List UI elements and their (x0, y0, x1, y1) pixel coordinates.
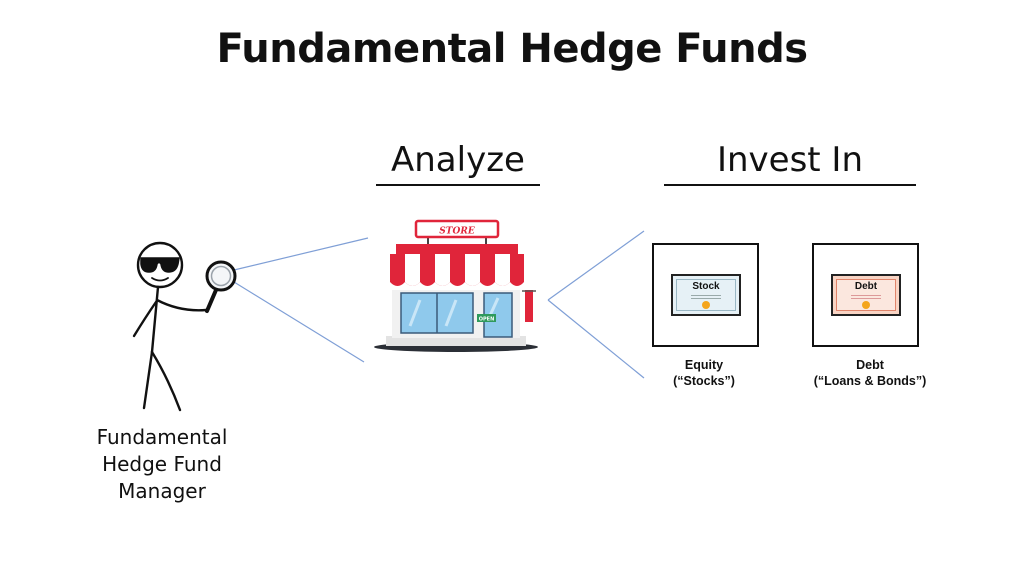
figure-smile (151, 277, 169, 282)
magnifying-glass-icon (205, 260, 237, 313)
heading-analyze: Analyze (376, 140, 540, 186)
figure-right-leg (150, 350, 182, 412)
page-title: Fundamental Hedge Funds (216, 26, 808, 72)
manager-label-line: Fundamental (96, 425, 228, 449)
stock-card-label: Stock (692, 281, 720, 292)
fan-line-lower (547, 299, 645, 379)
stock-certificate-card: Stock (652, 243, 759, 347)
figure-left-leg (142, 350, 154, 410)
figure-body (150, 285, 160, 354)
store-icon (374, 219, 538, 352)
debt-card-label: Debt (854, 281, 878, 292)
stock-certificate-icon: Stock (671, 274, 741, 316)
caption-line: (“Stocks”) (673, 374, 735, 388)
debt-certificate-card: Debt (812, 243, 919, 347)
fan-line-upper (547, 230, 645, 301)
seal-icon (702, 301, 710, 309)
manager-label-line: Manager (118, 479, 206, 503)
figure-head (136, 241, 184, 289)
store-sign-board (414, 219, 500, 239)
equity-caption: Equity (“Stocks”) (644, 357, 764, 389)
figure-right-arm (155, 298, 208, 312)
store-awning (390, 254, 524, 286)
heading-invest-in: Invest In (664, 140, 916, 186)
sight-line-upper (233, 237, 369, 271)
sight-line-lower (233, 281, 365, 363)
figure-left-arm (132, 300, 158, 338)
caption-line: Equity (684, 358, 724, 372)
open-sign (477, 314, 496, 322)
seal-icon (862, 301, 870, 309)
debt-caption: Debt (“Loans & Bonds”) (800, 357, 940, 389)
open-sign-text: OPEN (479, 317, 495, 323)
caption-line: (“Loans & Bonds”) (813, 374, 927, 388)
debt-certificate-icon: Debt (831, 274, 901, 316)
store-sign-text: STORE (439, 227, 475, 237)
manager-label: Fundamental Hedge Fund Manager (72, 424, 252, 505)
sunglasses-icon (140, 257, 180, 273)
manager-label-line: Hedge Fund (102, 452, 222, 476)
stick-figure-manager (132, 241, 208, 412)
caption-line: Debt (856, 358, 884, 372)
